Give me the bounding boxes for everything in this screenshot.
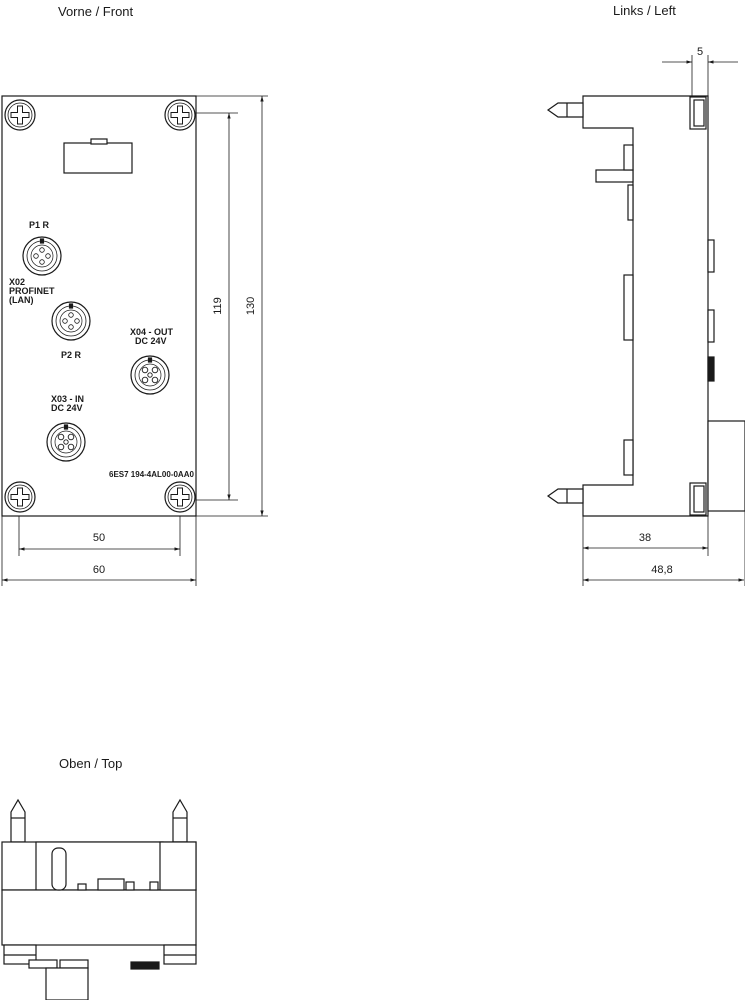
top-pin-right (172, 798, 188, 843)
front-label-slot (63, 142, 133, 174)
front-view-title: Vorne / Front (58, 4, 134, 19)
front-view (1, 95, 268, 586)
label-p1: P1 R (29, 220, 50, 230)
label-x03: X03 - IN (51, 394, 84, 404)
left-view-title: Links / Left (613, 3, 676, 18)
top-pin-left (10, 798, 26, 843)
label-x04: X04 - OUT (130, 327, 174, 337)
dim-height: 130 (245, 297, 257, 315)
x03-power-in-connector-icon (46, 422, 86, 462)
dim-top-offset: 5 (697, 46, 703, 58)
top-view-title: Oben / Top (59, 756, 123, 771)
label-x02: X02 (9, 277, 25, 287)
label-order-number: 6ES7 194-4AL00-0AA0 (109, 470, 194, 479)
screw-bottom-left-icon (4, 481, 36, 513)
label-x03-dc: DC 24V (51, 403, 83, 413)
dim-hole-spacing-height: 119 (212, 297, 224, 315)
screw-bottom-right-icon (164, 481, 196, 513)
label-x02-lan: (LAN) (9, 295, 34, 305)
dim-width: 60 (93, 564, 105, 576)
dim-hole-spacing-width: 50 (93, 532, 105, 544)
dim-depth-total: 48,8 (651, 564, 672, 576)
label-x02-profinet: PROFINET (9, 286, 55, 296)
x04-power-out-connector-icon (130, 355, 170, 395)
top-view (1, 798, 197, 1000)
left-housing-profile (582, 95, 709, 517)
screw-top-right-icon (164, 99, 196, 131)
x02-p2-connector-icon (51, 301, 91, 341)
x02-p1-connector-icon (22, 236, 62, 276)
screw-top-left-icon (4, 99, 36, 131)
dim-depth-body: 38 (639, 532, 651, 544)
top-housing-lower (1, 889, 197, 946)
left-view (546, 55, 745, 586)
label-p2: P2 R (61, 350, 82, 360)
label-x04-dc: DC 24V (135, 336, 167, 346)
